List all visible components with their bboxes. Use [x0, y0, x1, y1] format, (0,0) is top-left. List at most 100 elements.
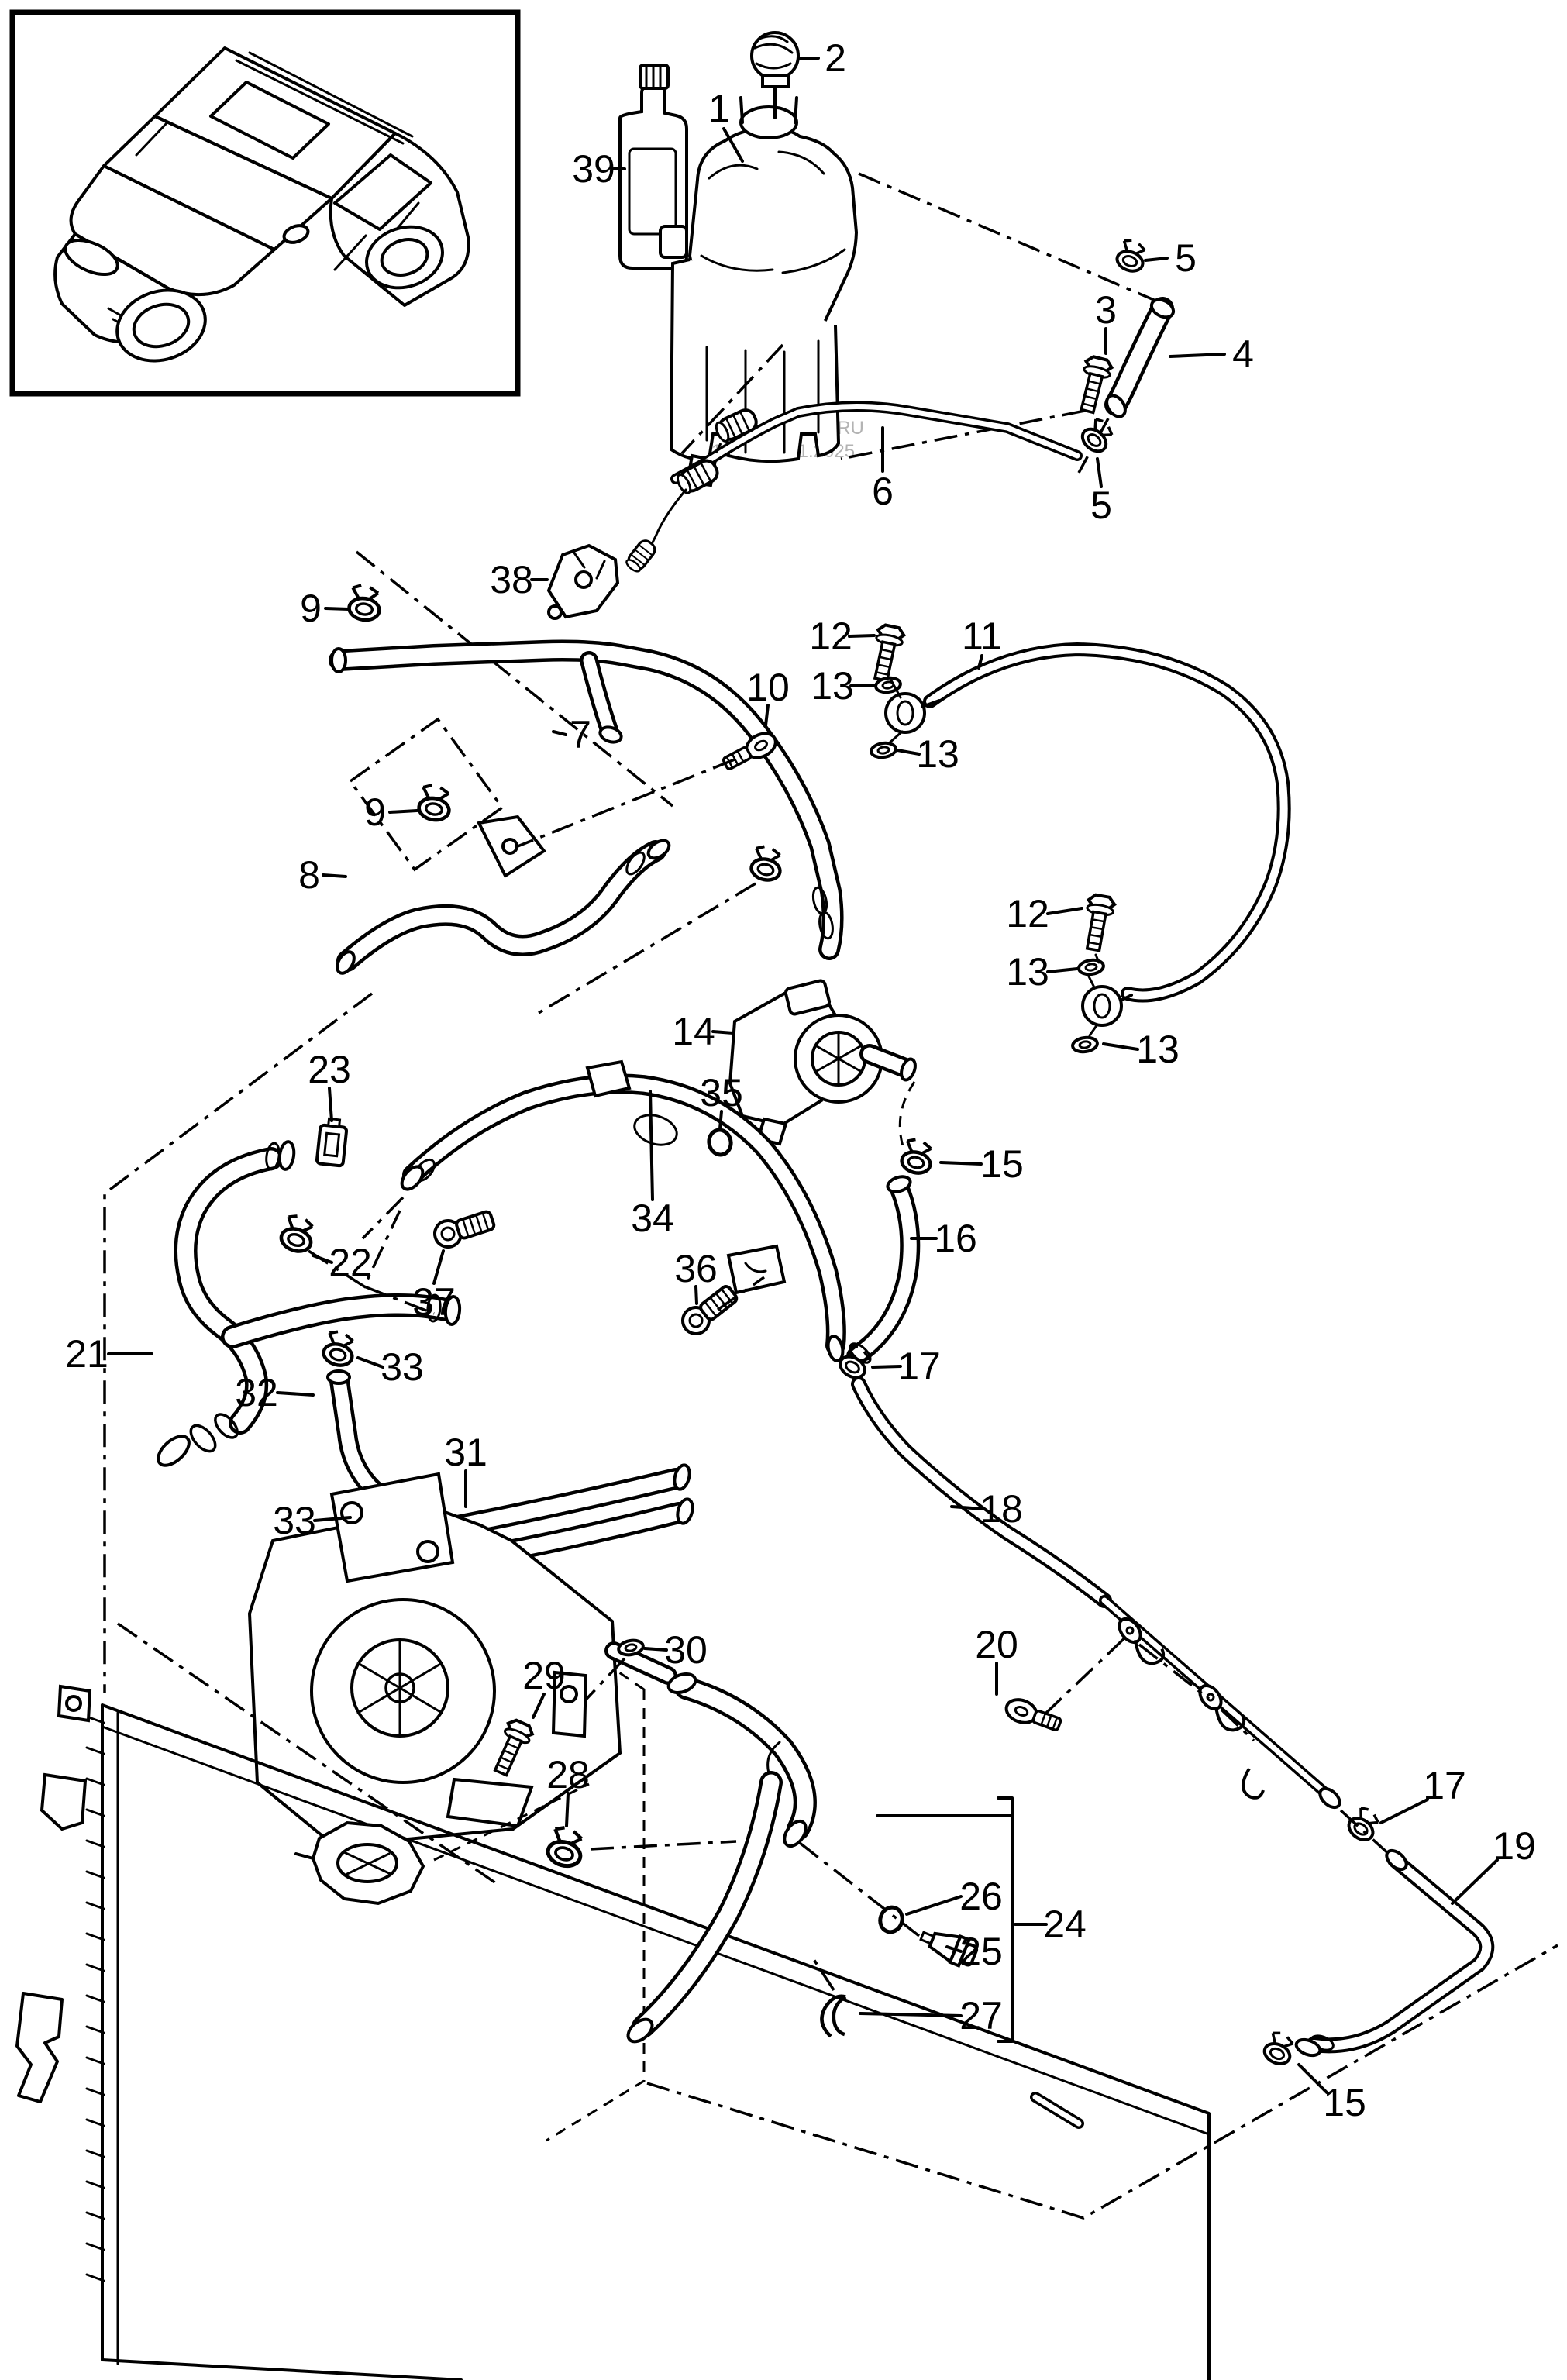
part-number-32: 32: [235, 1371, 278, 1414]
callout-8: 8: [298, 853, 347, 897]
part-number-13b: 13: [916, 732, 959, 776]
part-number-33a: 33: [381, 1345, 424, 1389]
leader-line-29: [532, 1693, 546, 1719]
alignment-line-10: [517, 758, 735, 848]
callout-13d: 13: [1102, 1028, 1180, 1071]
assembly-axis-a: [887, 679, 904, 746]
callout-38: 38: [490, 558, 549, 601]
part-number-14: 14: [672, 1010, 715, 1053]
part-number-17b: 17: [1423, 1764, 1466, 1807]
leader-line-8: [322, 873, 347, 878]
assembly-axis-b: [1087, 953, 1100, 1037]
callout-28: 28: [546, 1753, 590, 1827]
callout-4: 4: [1169, 332, 1254, 376]
coolant-pipe-34: [400, 1059, 845, 1362]
part-number-25: 25: [959, 1930, 1003, 1973]
callout-31: 31: [444, 1431, 487, 1508]
part-number-10: 10: [746, 666, 790, 709]
callout-2: 2: [798, 36, 846, 80]
callout-17b: 17: [1379, 1764, 1466, 1824]
callout-20: 20: [975, 1623, 1018, 1696]
bolt-20: [1001, 1694, 1065, 1737]
callout-9a: 9: [300, 587, 350, 630]
leader-line-18: [950, 1505, 984, 1510]
lower-hose-24: [626, 1672, 810, 2044]
leader-line-32: [276, 1391, 315, 1397]
leader-line-23: [328, 1087, 333, 1122]
callout-13b: 13: [896, 732, 959, 776]
callout-32: 32: [235, 1371, 315, 1414]
callout-15b: 15: [1297, 2063, 1366, 2124]
leader-line-15a: [939, 1161, 983, 1166]
leader-line-13c: [1046, 967, 1079, 973]
clamp-15b: [1259, 2028, 1300, 2069]
part-number-23: 23: [308, 1048, 351, 1091]
callout-15a: 15: [939, 1142, 1024, 1186]
callout-5b: 5: [1090, 457, 1112, 527]
callout-1: 1: [708, 87, 744, 163]
leader-line-33a: [356, 1356, 384, 1369]
clamp-28: [545, 1825, 587, 1869]
part-number-33b: 33: [273, 1499, 316, 1542]
hose-7: [332, 649, 835, 949]
part-number-2: 2: [825, 36, 846, 80]
part-number-39: 39: [572, 147, 615, 191]
radiator: [15, 1669, 1211, 2380]
callout-12b: 12: [1006, 892, 1083, 935]
clip-axis: [809, 1954, 835, 1991]
part-number-28: 28: [546, 1753, 590, 1796]
part-number-18: 18: [980, 1487, 1023, 1531]
part-number-15b: 15: [1323, 2081, 1366, 2124]
part-number-16: 16: [934, 1217, 977, 1260]
radiator-hose-21: [157, 1140, 462, 1467]
leader-line-25: [945, 1945, 963, 1953]
drain-alignment: [433, 1782, 590, 1862]
callout-33b: 33: [273, 1499, 352, 1542]
callout-33a: 33: [356, 1345, 424, 1389]
sensor-axis: [798, 1841, 921, 1937]
clamp-15a: [900, 1138, 935, 1176]
hose-4: [858, 172, 1176, 474]
bracket-24: [876, 1796, 1014, 2043]
alignment-box-9b: [348, 717, 505, 872]
part-number-35: 35: [700, 1071, 743, 1114]
seal-13d: [1069, 1034, 1100, 1056]
hose-16: [847, 1175, 912, 1366]
leader-line-7: [552, 730, 567, 736]
callout-12a: 12: [809, 615, 876, 658]
callout-37: 37: [412, 1249, 456, 1324]
callout-7: 7: [552, 713, 591, 756]
part-number-38: 38: [490, 558, 533, 601]
part-number-7: 7: [570, 713, 591, 756]
car-thumbnail-box: [9, 9, 521, 397]
alignment-line-20: [1043, 1634, 1255, 1742]
clamp-9b: [417, 784, 453, 822]
part-number-5b: 5: [1090, 484, 1112, 527]
callout-19: 19: [1451, 1824, 1536, 1905]
clamp-33a: [322, 1330, 358, 1369]
part-number-17a: 17: [897, 1345, 941, 1388]
alignment-line-9c: [534, 882, 756, 1017]
alignment-line-34: [361, 1196, 405, 1240]
callout-26: 26: [905, 1875, 1003, 1918]
construction-lines: [103, 343, 1558, 2220]
part-number-4: 4: [1232, 332, 1254, 376]
leader-line-17b: [1379, 1798, 1429, 1824]
aux-water-pump-14: [728, 979, 917, 1146]
leader-line-13d: [1102, 1042, 1139, 1051]
leader-line-30: [643, 1647, 668, 1652]
callout-13c: 13: [1006, 950, 1079, 994]
pipe-bracket-plate: [551, 1670, 588, 1738]
leader-line-12a: [848, 634, 876, 638]
part-number-30: 30: [664, 1628, 708, 1672]
callout-9b: 9: [364, 790, 418, 834]
clamp-9a: [348, 584, 383, 622]
part-number-37: 37: [412, 1280, 456, 1324]
leader-line-5b: [1096, 457, 1103, 488]
part-number-12b: 12: [1006, 892, 1049, 935]
callout-35: 35: [700, 1071, 743, 1130]
leader-line-11: [977, 654, 983, 670]
seal-13b: [868, 739, 899, 761]
alignment-line-36: [716, 1276, 766, 1311]
thermostat-housing-31: [247, 1463, 694, 1848]
